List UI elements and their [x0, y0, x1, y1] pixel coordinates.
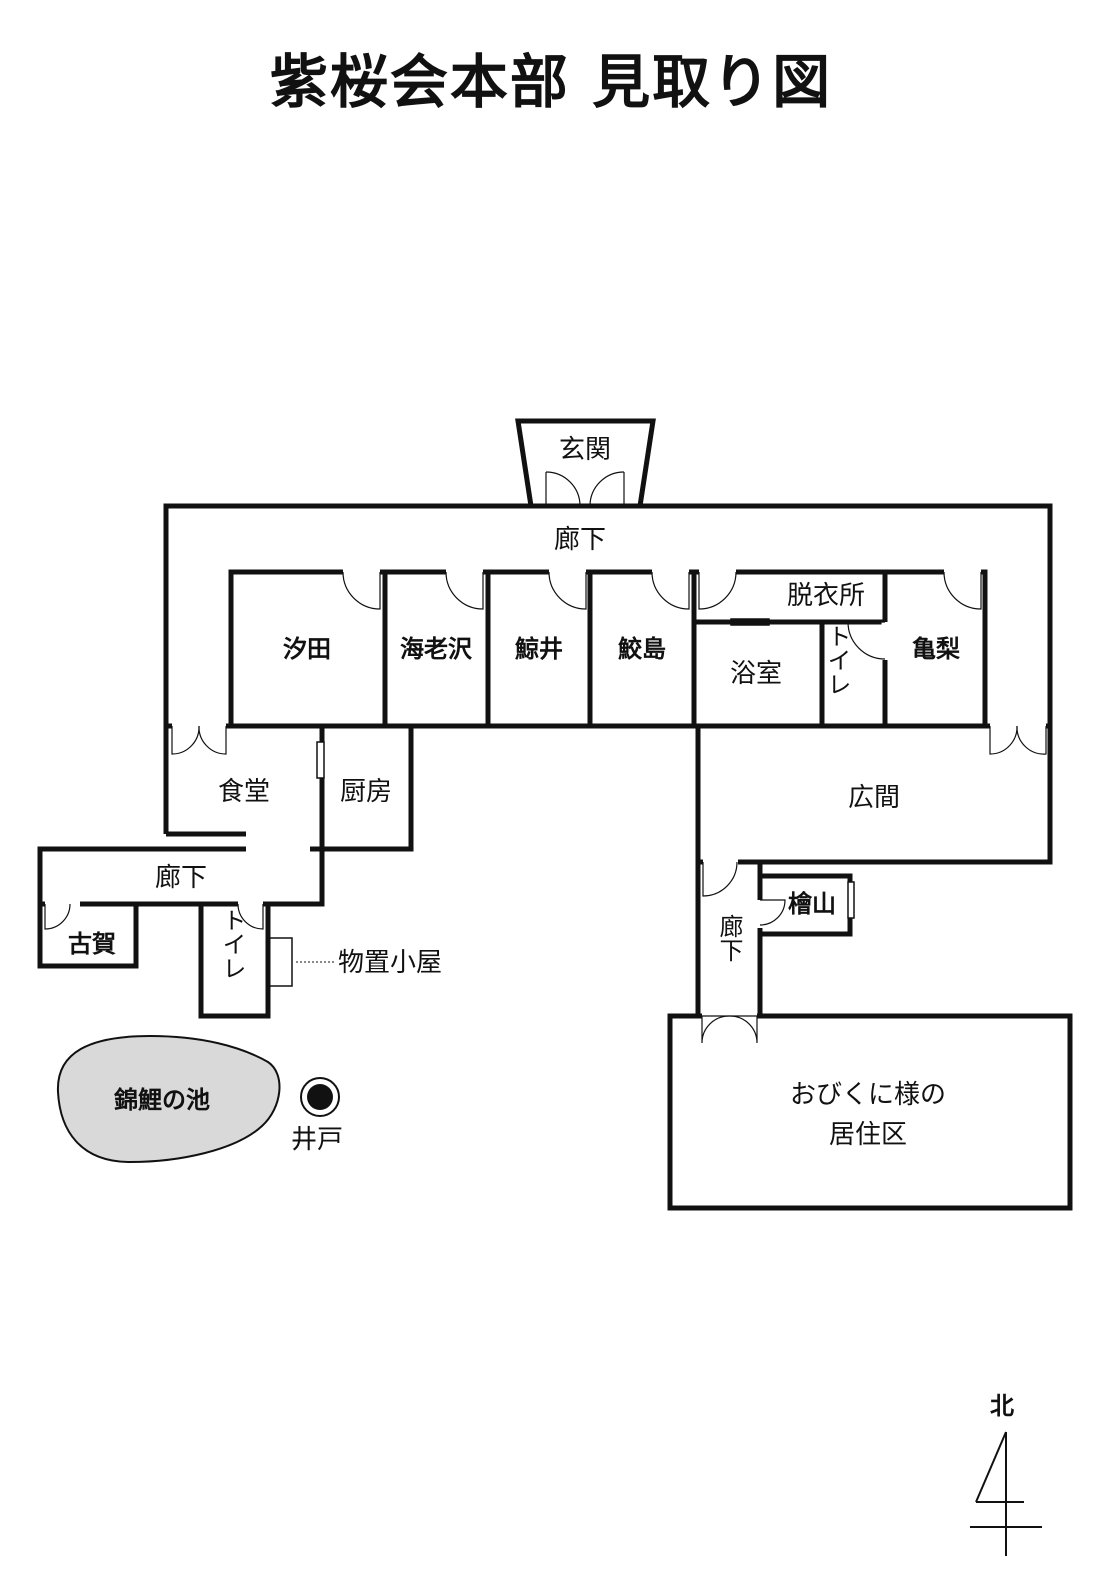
room-toilet-lower: トイレ — [218, 908, 246, 980]
room-dressing: 脱衣所 — [787, 581, 865, 611]
room-kamenashi: 亀梨 — [912, 635, 960, 663]
room-hall: 広間 — [848, 783, 900, 813]
map-title: 紫桜会本部 見取り図 — [270, 48, 832, 116]
entrance-room: 玄関 — [515, 418, 656, 510]
corridor-main-label: 廊下 — [554, 525, 606, 555]
room-shioda: 汐田 — [283, 635, 331, 663]
entrance-label: 玄関 — [559, 435, 611, 465]
west-wing: 廊下 古賀 トイレ 物置小屋 — [37, 846, 442, 1019]
east-wing: 広間 廊下 檜山 — [695, 722, 1050, 1016]
room-row: 汐田 海老沢 鯨井 鮫島 脱衣所 浴室 トイレ 亀梨 — [228, 568, 988, 729]
well-label: 井戸 — [291, 1125, 343, 1155]
room-ebisawa: 海老沢 — [400, 635, 473, 663]
corridor-west-label: 廊下 — [155, 863, 207, 893]
room-kujirai: 鯨井 — [515, 635, 563, 663]
room-bath: 浴室 — [730, 659, 782, 689]
well: 井戸 — [291, 1077, 343, 1155]
residence-label-line1: おびくに様の — [790, 1080, 946, 1110]
pond: 錦鯉の池 — [56, 1034, 281, 1164]
storage-shed-label: 物置小屋 — [338, 948, 442, 978]
room-toilet-upper: トイレ — [823, 624, 851, 696]
main-corridor: 廊下 — [163, 503, 1053, 1016]
dining-kitchen: 食堂 厨房 — [166, 722, 414, 852]
residence-label-line2: 居住区 — [829, 1120, 907, 1150]
residence: おびくに様の 居住区 — [667, 1012, 1073, 1211]
room-koga: 古賀 — [68, 930, 116, 958]
room-kitchen: 厨房 — [340, 777, 392, 807]
north-arrow-icon — [970, 1431, 1042, 1556]
room-samejima: 鮫島 — [618, 635, 666, 663]
north-label: 北 — [990, 1392, 1014, 1420]
corridor-east-label: 廊下 — [715, 914, 743, 962]
room-dining: 食堂 — [218, 777, 270, 807]
north-compass: 北 — [970, 1392, 1042, 1556]
room-hiyama: 檜山 — [788, 890, 836, 918]
pond-label: 錦鯉の池 — [114, 1086, 210, 1114]
